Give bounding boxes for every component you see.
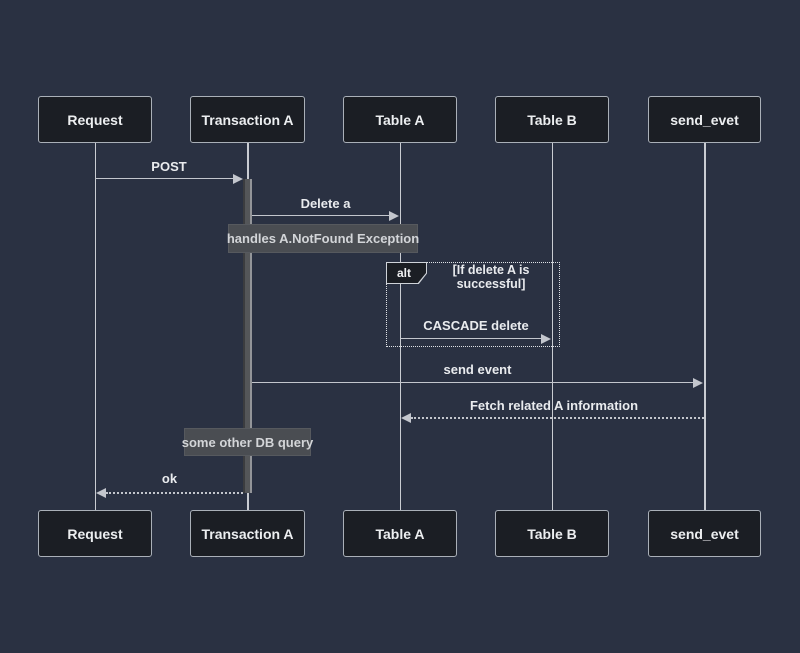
arrowhead-delete-a (389, 211, 399, 221)
arrowhead-send-event (693, 378, 703, 388)
message-label-ok: ok (161, 471, 178, 486)
actor-top-table-a: Table A (343, 96, 457, 143)
message-line-send-event (252, 382, 694, 383)
arrowhead-fetch-related (401, 413, 411, 423)
actor-label: Table A (375, 525, 425, 542)
actor-label: Table B (527, 525, 577, 542)
actor-top-send-evet: send_evet (648, 96, 761, 143)
actor-top-transaction-a: Transaction A (190, 96, 305, 143)
note-handles-exception: handles A.NotFound Exception (226, 224, 420, 253)
message-label-delete-a: Delete a (300, 196, 351, 211)
note-text: handles A.NotFound Exception (226, 231, 420, 246)
actor-label: Table A (375, 111, 425, 128)
actor-bottom-table-b: Table B (495, 510, 609, 557)
arrowhead-post (233, 174, 243, 184)
message-label-cascade-delete: CASCADE delete (423, 318, 529, 333)
actor-label: Transaction A (201, 111, 294, 128)
actor-bottom-table-a: Table A (343, 510, 457, 557)
alt-condition: [If delete A is successful] (452, 263, 530, 292)
actor-bottom-transaction-a: Transaction A (190, 510, 305, 557)
actor-label: Transaction A (201, 525, 294, 542)
message-line-post (95, 178, 234, 179)
lifeline-table-b (551, 143, 553, 510)
actor-bottom-request: Request (38, 510, 152, 557)
lifeline-send-evet (704, 143, 706, 510)
actor-top-request: Request (38, 96, 152, 143)
message-line-ok (106, 492, 243, 494)
alt-label-tab: alt (386, 262, 427, 284)
arrowhead-cascade-delete (541, 334, 551, 344)
actor-top-table-b: Table B (495, 96, 609, 143)
message-line-fetch-related (411, 417, 704, 419)
actor-label: Request (67, 525, 123, 542)
lifeline-request (94, 143, 96, 510)
actor-label: send_evet (670, 525, 739, 542)
actor-label: Request (67, 111, 123, 128)
note-text: some other DB query (181, 434, 314, 450)
message-label-post: POST (151, 159, 187, 174)
message-line-delete-a (252, 215, 390, 216)
actor-label: send_evet (670, 111, 739, 128)
alt-label: alt (387, 263, 426, 283)
message-label-send-event: send event (443, 362, 512, 377)
lifeline-table-a (399, 143, 401, 510)
message-line-cascade-delete (401, 338, 541, 339)
activation-bar-transaction-a (243, 179, 252, 493)
message-label-fetch-related: Fetch related A information (469, 398, 639, 413)
actor-label: Table B (527, 111, 577, 128)
note-db-query: some other DB query (181, 428, 314, 456)
alt-frame (386, 262, 560, 347)
arrowhead-ok (96, 488, 106, 498)
actor-bottom-send-evet: send_evet (648, 510, 761, 557)
